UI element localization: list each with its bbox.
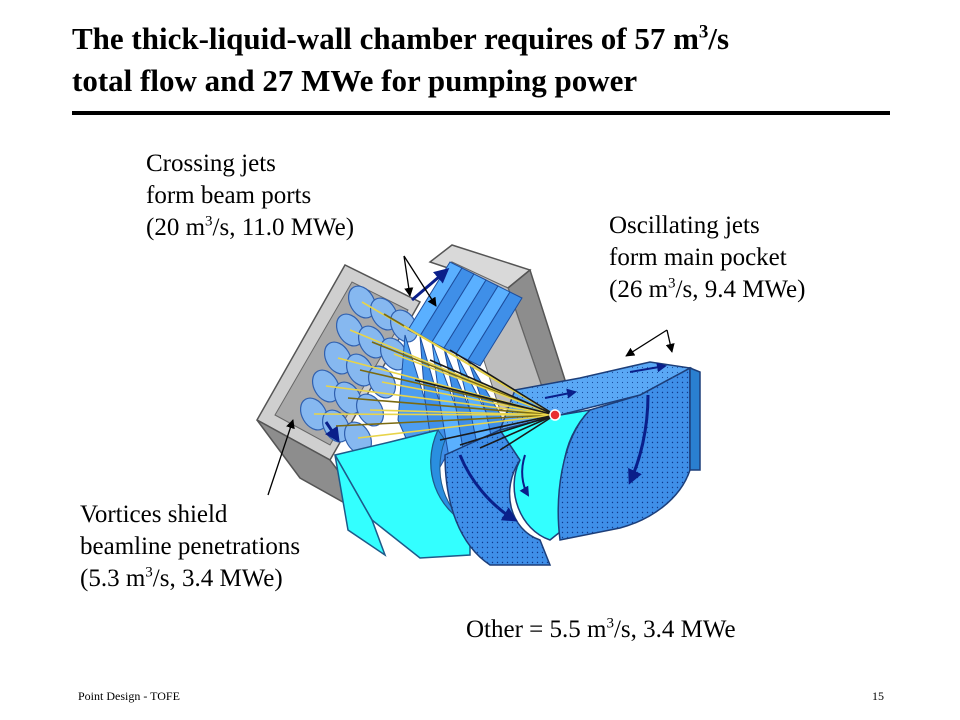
label-pointers: [267, 255, 675, 496]
other-text-sup: 3: [606, 615, 614, 632]
footer-left: Point Design - TOFE: [78, 689, 180, 703]
beam-lines: [313, 301, 556, 451]
vortices-line3-a: (5.3 m: [80, 565, 146, 592]
target-icon: [549, 409, 561, 421]
other-text-a: Other = 5.5 m: [466, 616, 607, 643]
oscillating-line3-a: (26 m: [609, 276, 669, 303]
oscillating-line2: form main pocket: [609, 244, 787, 271]
crossing-line3-a: (20 m: [146, 214, 206, 241]
vortices-label: Vortices shield beamline penetrations (5…: [80, 499, 300, 595]
crossing-line2: form beam ports: [146, 182, 312, 209]
other-text-b: /s, 3.4 MWe: [613, 616, 736, 643]
crossing-line3-sup: 3: [205, 213, 213, 230]
vortices-line1: Vortices shield: [80, 501, 228, 528]
slide-title: The thick-liquid-wall chamber requires o…: [72, 18, 902, 102]
oscillating-jets-label: Oscillating jets form main pocket (26 m3…: [609, 210, 805, 306]
vortices-line3-b: /s, 3.4 MWe): [152, 565, 283, 592]
title-line1-a: The thick-liquid-wall chamber requires o…: [72, 21, 699, 56]
oscillating-jet-blocks: [444, 361, 701, 566]
title-line1-b: /s: [708, 21, 730, 56]
oscillating-line1: Oscillating jets: [609, 212, 760, 239]
title-line2: total flow and 27 MWe for pumping power: [72, 63, 638, 98]
oscillating-line3-b: /s, 9.4 MWe): [675, 276, 806, 303]
footer-page-number: 15: [872, 689, 884, 703]
crossing-line1: Crossing jets: [146, 150, 276, 177]
title-line1-sup: 3: [698, 21, 709, 43]
vortices-line3-sup: 3: [145, 564, 153, 581]
crossing-jets-label: Crossing jets form beam ports (20 m3/s, …: [146, 148, 354, 244]
other-flow-label: Other = 5.5 m3/s, 3.4 MWe: [466, 614, 736, 646]
vortices-line2: beamline penetrations: [80, 533, 301, 560]
oscillating-line3-sup: 3: [668, 275, 676, 292]
crossing-line3-b: /s, 11.0 MWe): [212, 214, 355, 241]
title-underline: [72, 111, 890, 115]
